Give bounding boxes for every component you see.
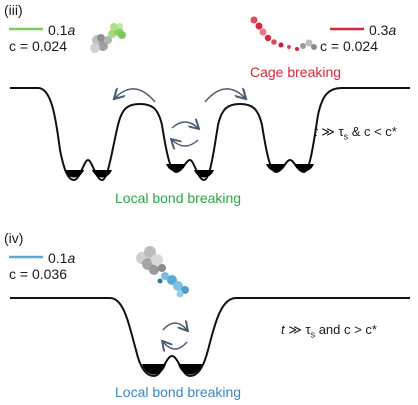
legend-iv-concentration: c = 0.036 xyxy=(9,266,67,282)
energy-curve-iii xyxy=(10,87,410,182)
energy-curve-iv xyxy=(10,297,410,378)
hop-arrow-left xyxy=(115,89,156,103)
bond-arrow-iv-upper xyxy=(162,323,187,330)
hop-arrow-right xyxy=(204,89,245,103)
molecule-cluster-blue xyxy=(136,246,189,298)
condition-iii: t ≫ τs & c < c* xyxy=(314,124,397,142)
molecule-chain-red xyxy=(250,16,317,51)
legend-right-value: 0.3a xyxy=(369,22,397,38)
bond-arrow-lower xyxy=(172,140,199,146)
local-bond-breaking-label-iv: Local bond breaking xyxy=(115,384,242,400)
condition-iv: t ≫ τs and c > c* xyxy=(281,322,377,340)
legend-right-concentration: c = 0.024 xyxy=(320,38,378,54)
legend-iv-value: 0.1a xyxy=(48,250,76,266)
bond-arrow-upper xyxy=(171,122,198,128)
molecule-cluster-green xyxy=(90,23,126,53)
panel-label-iv: (iv) xyxy=(4,230,24,246)
local-bond-breaking-label-iii: Local bond breaking xyxy=(115,190,242,206)
bond-arrow-iv-lower xyxy=(163,342,188,349)
cage-breaking-label: Cage breaking xyxy=(250,64,342,80)
panel-label-iii: (iii) xyxy=(4,2,23,18)
legend-left-concentration: c = 0.024 xyxy=(9,38,67,54)
legend-left-value: 0.1a xyxy=(48,22,76,38)
